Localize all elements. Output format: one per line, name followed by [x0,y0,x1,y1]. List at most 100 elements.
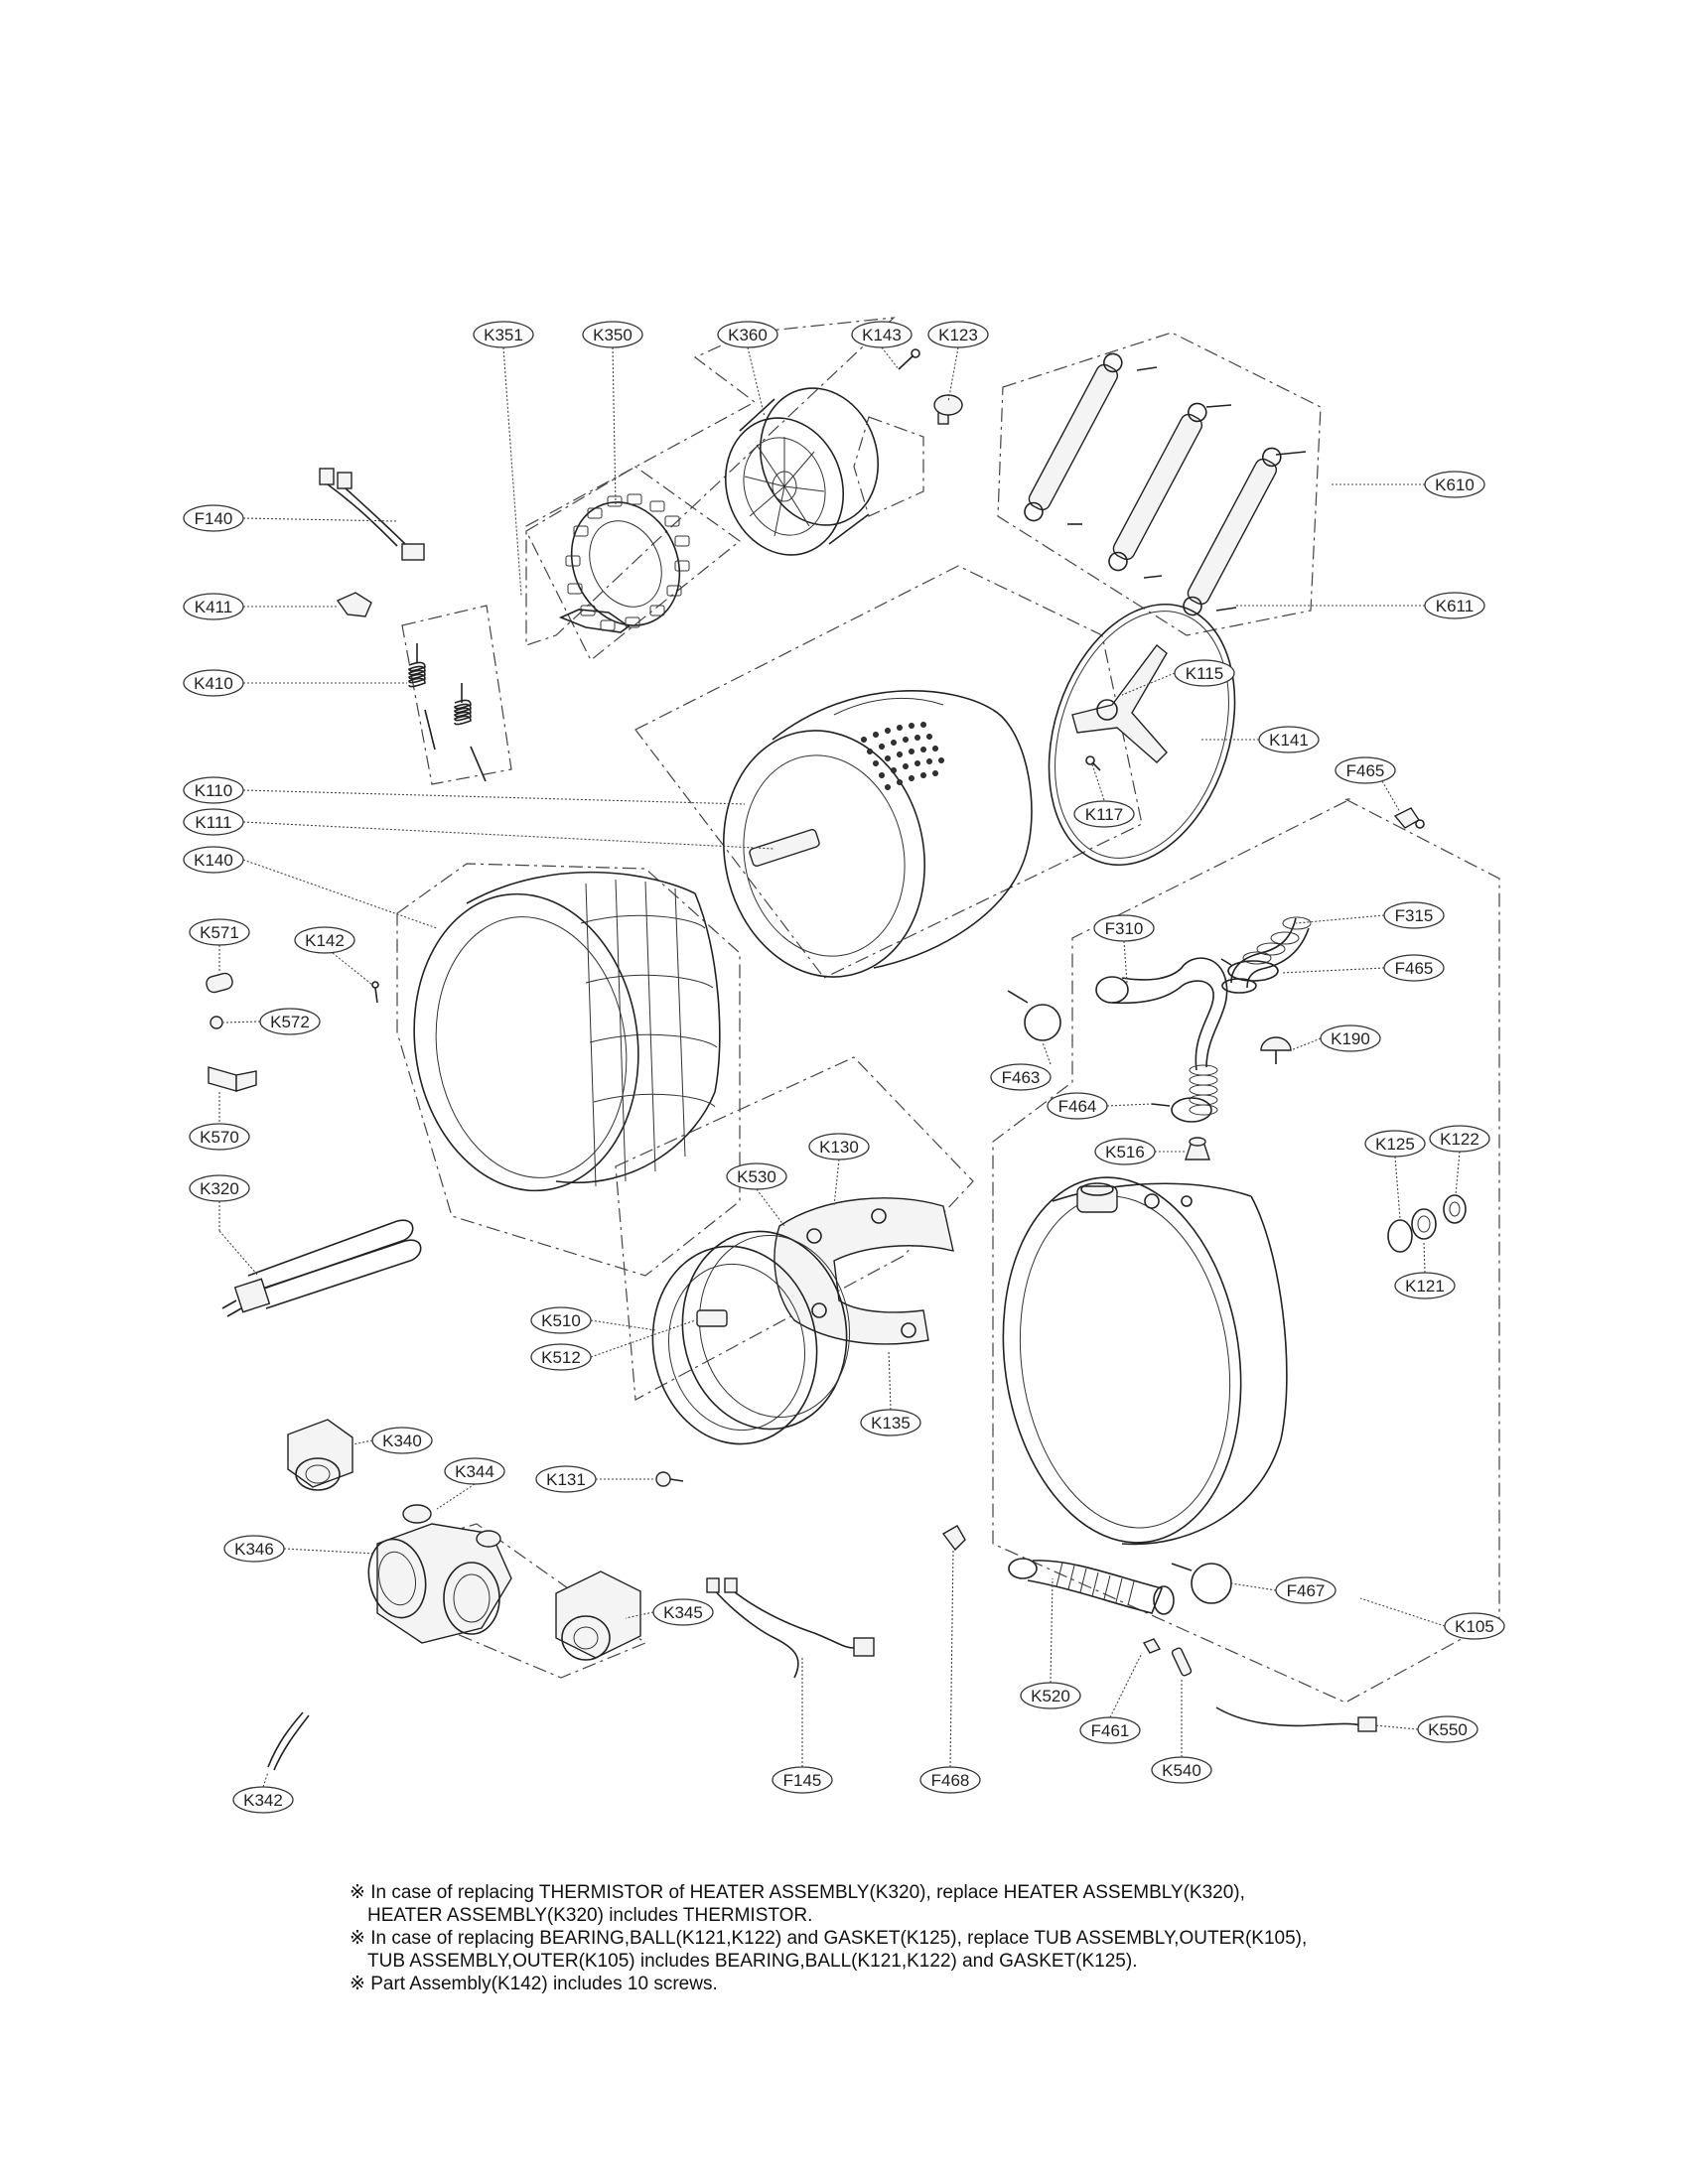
part-label-k342: K342 [232,1786,294,1814]
part-label-f140: F140 [183,504,244,532]
k345-motor [555,1570,641,1661]
note-text: In case of replacing THERMISTOR of HEATE… [370,1882,1245,1903]
svg-text:K121: K121 [1405,1277,1445,1296]
part-label-k411: K411 [183,593,244,620]
svg-text:K320: K320 [200,1179,239,1198]
heater-k320 [221,1219,422,1317]
k340-part [287,1419,353,1491]
footnote-1: ※ In case of replacing THERMISTOR of HEA… [350,1881,1462,1904]
hose-f315 [1221,916,1312,994]
part-label-k130: K130 [808,1133,870,1160]
part-label-k344: K344 [444,1457,505,1485]
part-label-k510: K510 [530,1306,592,1334]
svg-text:K110: K110 [195,781,232,800]
svg-text:K131: K131 [546,1470,586,1489]
svg-text:K351: K351 [484,326,523,344]
part-label-k123: K123 [927,321,989,348]
f140-harness [319,468,425,561]
k410-springs [408,643,487,782]
hose-f310 [1095,957,1228,1116]
k125-gasket [1387,1219,1413,1253]
k130-weight [774,1197,954,1345]
k610-dampers [1024,352,1307,616]
part-label-k121: K121 [1394,1272,1456,1299]
part-label-k540: K540 [1151,1756,1212,1784]
part-label-f464: F464 [1047,1092,1108,1120]
part-label-k122: K122 [1429,1125,1490,1153]
svg-text:K360: K360 [728,326,768,344]
svg-text:K344: K344 [455,1462,494,1481]
note-mark: ※ [350,1974,365,1994]
k346-pump [367,1504,512,1644]
svg-text:K122: K122 [1440,1130,1479,1149]
part-label-k360: K360 [717,321,778,348]
svg-text:K611: K611 [1436,597,1474,615]
note-mark: ※ [350,1882,365,1903]
inner-drum-k110 [722,690,1033,978]
svg-text:K130: K130 [819,1138,859,1157]
k351-part [558,609,631,633]
k123-bolt [933,394,963,425]
footnote-1-cont: HEATER ASSEMBLY(K320) includes THERMISTO… [367,1905,813,1926]
rotor-k360 [724,387,924,556]
svg-text:K117: K117 [1085,805,1123,824]
k131-screw [655,1471,684,1487]
svg-text:F464: F464 [1058,1097,1097,1116]
svg-text:F315: F315 [1395,906,1434,925]
part-label-k111: K111 [183,808,244,836]
svg-text:K141: K141 [1269,731,1309,750]
part-label-k125: K125 [1364,1130,1426,1158]
part-label-k143: K143 [851,321,913,348]
k143-screw [898,348,920,370]
svg-text:K105: K105 [1455,1617,1494,1636]
svg-text:K530: K530 [737,1167,776,1186]
svg-text:K135: K135 [871,1414,911,1433]
svg-text:K571: K571 [200,923,239,942]
svg-text:K346: K346 [234,1540,274,1559]
part-label-f468: F468 [919,1766,981,1794]
f465-clip-top [1393,807,1425,829]
note-mark: ※ [350,1928,365,1949]
svg-text:K350: K350 [593,326,633,344]
k550-wire [1215,1706,1377,1732]
svg-text:K342: K342 [243,1791,283,1810]
k141-ring [1048,603,1236,867]
svg-text:K610: K610 [1435,476,1475,494]
part-label-f310: F310 [1093,914,1155,942]
k516-part [1185,1137,1210,1160]
svg-text:K125: K125 [1375,1135,1415,1154]
svg-text:K512: K512 [541,1348,581,1367]
part-label-k570: K570 [189,1123,250,1151]
part-label-k611: K611 [1424,592,1485,619]
part-label-k142: K142 [294,926,355,954]
svg-text:K411: K411 [195,598,232,616]
part-label-f461: F461 [1079,1716,1141,1744]
part-label-k345: K345 [652,1598,714,1626]
part-label-k115: K115 [1174,659,1235,687]
f145-wire [706,1577,875,1679]
part-label-k512: K512 [530,1343,592,1371]
part-label-f465-top: F465 [1335,756,1396,784]
part-label-f467: F467 [1275,1576,1336,1604]
svg-text:F465: F465 [1346,761,1385,780]
f464-clamp [1151,1097,1212,1123]
part-label-k140: K140 [183,846,244,874]
part-label-k320: K320 [189,1174,250,1202]
svg-text:K520: K520 [1031,1687,1070,1706]
part-sketches [206,348,1467,1771]
part-label-k117: K117 [1073,800,1135,828]
k512-part [696,1309,728,1327]
svg-text:F467: F467 [1287,1581,1326,1600]
svg-text:K142: K142 [305,931,345,950]
part-label-k340: K340 [371,1427,433,1454]
part-label-k410: K410 [183,669,244,697]
svg-text:K143: K143 [862,326,902,344]
part-label-k610: K610 [1424,471,1485,498]
note-text: In case of replacing BEARING,BALL(K121,K… [370,1928,1308,1949]
f463-clamp [1007,990,1061,1041]
k342-tube [267,1711,310,1771]
k510-door-gasket [651,1230,851,1445]
svg-text:F145: F145 [783,1771,822,1790]
k571-part [206,972,233,994]
